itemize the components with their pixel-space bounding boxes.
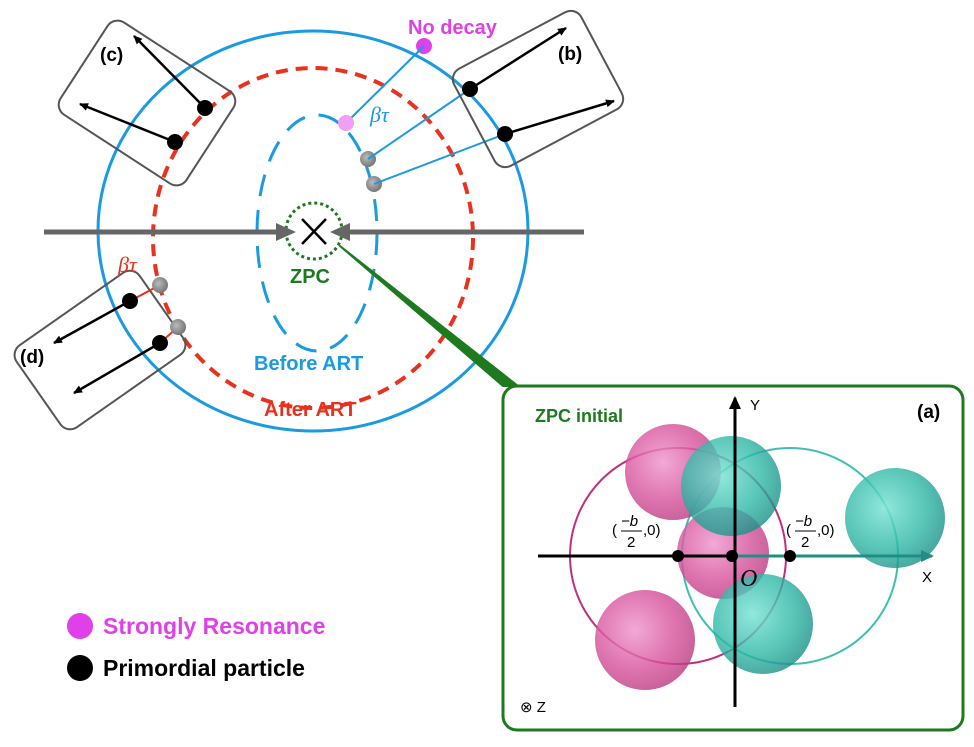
coord-right-label: ( −b 2 ,0) (786, 513, 835, 551)
after-art-label: After ART (264, 399, 357, 421)
after-art-circle (151, 66, 475, 410)
box-d (13, 269, 187, 431)
box-b (451, 9, 625, 169)
beta-tau-red: βτ (117, 252, 138, 277)
blue-link-b2 (373, 133, 506, 185)
origin-dot (726, 550, 738, 562)
nucleon-teal-right (845, 468, 945, 568)
arrow-b1 (469, 26, 567, 91)
x-axis-label: X (922, 569, 932, 586)
center-left-dot (672, 550, 684, 562)
legend-label-primordial: Primordial particle (103, 655, 305, 681)
arrow-c1 (133, 35, 206, 109)
nucleon-teal-bottom (713, 574, 813, 674)
z-axis-label: ⊗ Z (520, 699, 546, 716)
arrow-d1 (53, 299, 131, 345)
coord-left-close: ,0) (643, 522, 661, 539)
arrow-d2 (73, 341, 161, 395)
legend-label-resonance: Strongly Resonance (103, 613, 325, 639)
blue-link-b1 (367, 88, 471, 160)
particle-d1 (122, 293, 138, 309)
grey-dot-d1 (152, 277, 168, 293)
nucleon-teal-top (681, 436, 781, 536)
coord-right-close: ,0) (817, 522, 835, 539)
legend-dot-resonance (67, 613, 93, 639)
zpc-label: ZPC (290, 266, 330, 288)
nucleon-pink-bottom (595, 590, 695, 690)
label-b: (b) (558, 44, 582, 65)
zpc-callout-connector (339, 245, 519, 387)
y-axis-label: Y (750, 397, 760, 414)
no-decay-label: No decay (408, 17, 498, 39)
coord-left-den: 2 (627, 534, 635, 551)
center-right-dot (784, 550, 796, 562)
legend-dot-primordial (67, 655, 93, 681)
particle-c1 (197, 100, 213, 116)
before-art-label: Before ART (254, 353, 363, 375)
coord-left-open: ( (612, 522, 617, 539)
coord-right-den: 2 (801, 534, 809, 551)
grey-dot-d2 (170, 319, 186, 335)
particle-b1 (462, 81, 478, 97)
box-c (57, 19, 237, 187)
coord-left-label: ( −b 2 ,0) (612, 513, 661, 551)
faded-resonance-dot (338, 115, 354, 131)
label-d: (d) (20, 347, 44, 368)
coord-right-num: −b (795, 513, 812, 530)
arrow-b2 (504, 99, 615, 136)
origin-label: O (740, 566, 757, 592)
label-a: (a) (917, 402, 940, 423)
collision-x-2 (301, 218, 327, 245)
no-decay-line (346, 45, 425, 123)
particle-c2 (167, 134, 183, 150)
particle-b2 (497, 126, 513, 142)
label-c: (c) (100, 45, 123, 66)
beam-arrow-right (330, 223, 350, 241)
beta-tau-blue: βτ (369, 102, 390, 127)
coord-right-open: ( (786, 522, 791, 539)
zpc-initial-label: ZPC initial (535, 406, 623, 426)
particle-d2 (152, 335, 168, 351)
arrow-c2 (79, 102, 176, 144)
beam-arrow-left (276, 223, 296, 241)
coord-left-num: −b (621, 513, 638, 530)
